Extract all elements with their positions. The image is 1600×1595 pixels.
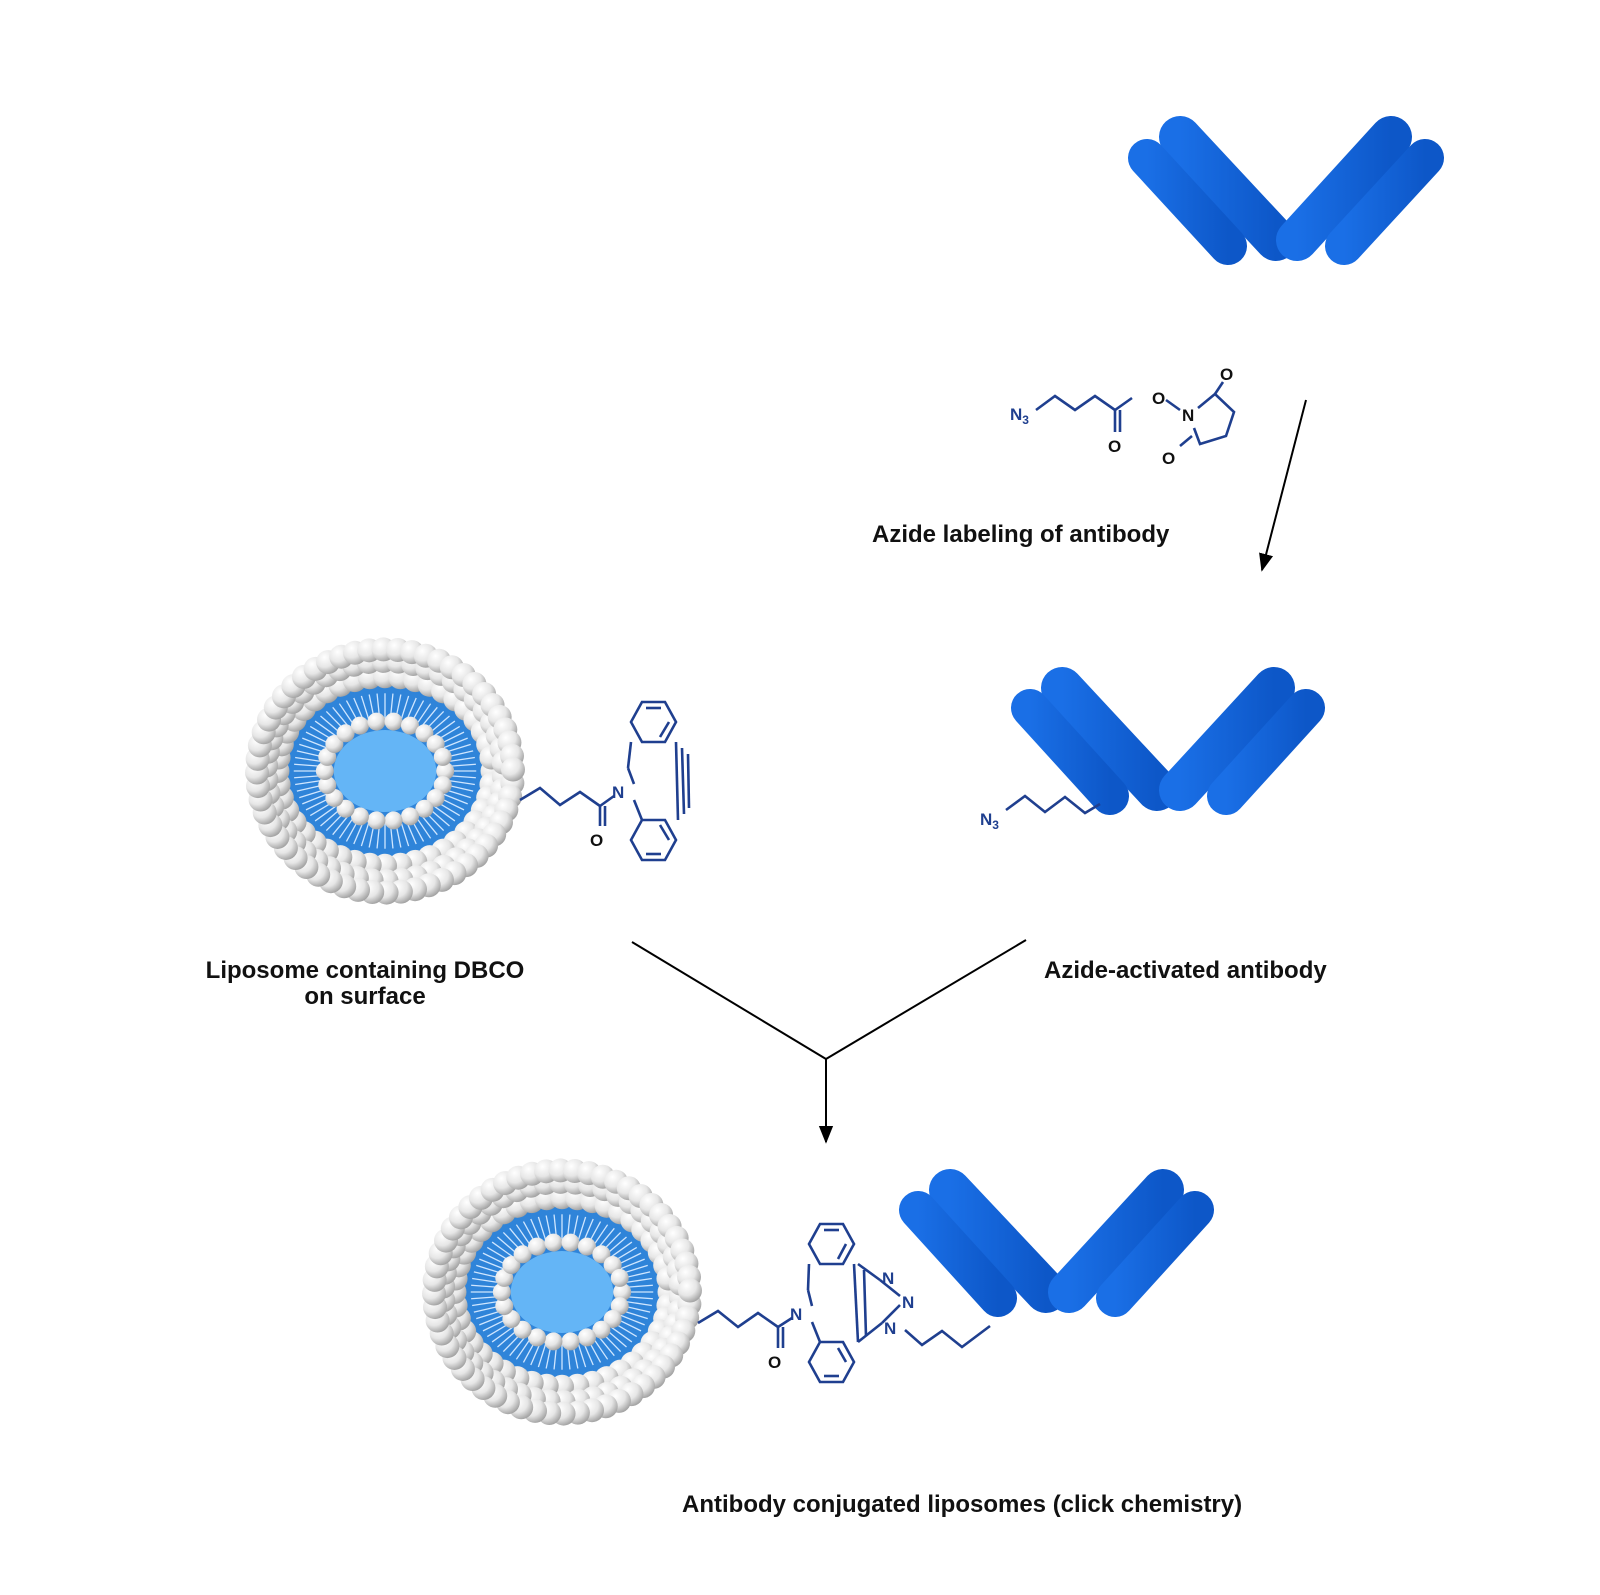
outer-lipid-heads	[422, 1158, 702, 1426]
dbco-structure	[519, 700, 691, 862]
azide-label: N3	[1010, 405, 1029, 427]
liposome-conjugated	[422, 1158, 702, 1426]
amide-nitrogen: N	[790, 1305, 802, 1324]
azide-linker: N3	[980, 794, 1101, 832]
aqueous-core	[333, 730, 437, 812]
arrow-labeling	[1259, 399, 1307, 572]
dbco-nitrogen: N	[612, 783, 624, 802]
imide-oxygen-top: O	[1220, 365, 1233, 384]
imide-oxygen-bottom: O	[1162, 449, 1175, 468]
merge-arrow	[631, 939, 1027, 1144]
antibody-conjugated	[899, 1169, 1214, 1431]
antibody-top	[1128, 116, 1444, 379]
caption-azide-labeling: Azide labeling of antibody	[872, 521, 1170, 548]
antibody-azide	[1011, 667, 1325, 929]
aqueous-core	[510, 1251, 614, 1333]
liposome-dbco	[245, 637, 525, 905]
amide-oxygen: O	[768, 1353, 781, 1372]
triazole-n3: N	[884, 1319, 896, 1338]
inner-lipid-heads	[315, 712, 455, 830]
caption-liposome-line1: Liposome containing DBCO	[205, 957, 525, 984]
triazole-n1: N	[882, 1269, 894, 1288]
outer-lipid-heads	[245, 637, 525, 905]
dbco-oxygen: O	[590, 831, 603, 850]
caption-conjugated: Antibody conjugated liposomes (click che…	[682, 1491, 1243, 1518]
caption-liposome: Liposome containing DBCO on surface	[180, 958, 550, 1010]
carbonyl-oxygen: O	[1108, 437, 1121, 456]
caption-liposome-line2: on surface	[304, 983, 426, 1010]
inner-lipid-heads	[492, 1233, 632, 1351]
triazole-n2: N	[902, 1293, 914, 1312]
nhs-nitrogen: N	[1182, 406, 1194, 425]
caption-azide-activated: Azide-activated antibody	[1044, 957, 1327, 984]
azide-label-2: N3	[980, 810, 999, 832]
triazole-linker-structure	[697, 1222, 991, 1384]
azide-nhs-ester-structure: N3 O O N O O	[1010, 365, 1236, 468]
ester-oxygen: O	[1152, 389, 1165, 408]
